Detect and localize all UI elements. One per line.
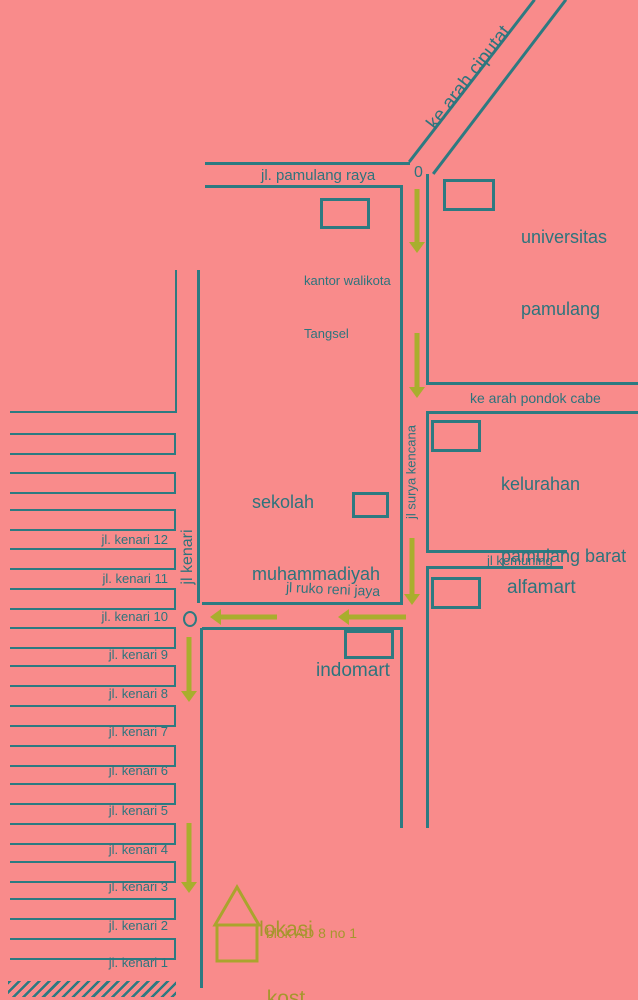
road-pamulang-raya-bottom: [205, 185, 403, 188]
street-label-kenari: jl. kenari 4: [108, 842, 168, 857]
street-bar-kenari: [10, 898, 176, 920]
hatched-area: [8, 981, 176, 997]
road-surya-kencana-left-upper: [400, 185, 403, 605]
road-kenari-left: [175, 270, 177, 413]
kelurahan-label-line1: kelurahan: [501, 473, 581, 494]
street-bar-kenari: [10, 938, 176, 960]
street-label-kenari: jl. kenari 2: [108, 918, 168, 933]
universitas-label-line2: pamulang: [521, 299, 601, 320]
road-label-surya-kencana: jl surya kencana: [403, 425, 419, 519]
road-kenari-right-upper: [197, 270, 200, 603]
direction-arrow-left-icon: [338, 609, 406, 625]
street-label-kenari: jl. kenari 11: [102, 571, 168, 586]
destination-address: blok AD 8 no 1: [266, 925, 358, 941]
road-kemuning-bottom: [426, 566, 563, 569]
kantor-walikota-label: kantor walikota Tangsel: [304, 237, 391, 377]
street-label-kenari: jl. kenari 10: [101, 609, 168, 624]
destination-label: lokasi kost: [241, 872, 331, 1000]
road-label-kemuning: jl kemuning: [487, 553, 553, 568]
street-label-kenari: jl. kenari 9: [108, 647, 168, 662]
street-bar-unlabeled: [10, 472, 176, 494]
street-bar-kenari: [10, 588, 176, 610]
street-bar-unlabeled: [10, 509, 176, 531]
road-ruko-reni-jaya-bottom: [202, 627, 403, 630]
junction-marker: 0: [414, 164, 423, 181]
sekolah-label: sekolah muhammadiyah: [252, 441, 380, 635]
direction-arrow-down-icon: [409, 189, 425, 253]
street-label-kenari: jl. kenari 5: [108, 803, 168, 818]
road-label-kenari: jl kenari: [179, 529, 196, 585]
street-bar-kenari: [10, 823, 176, 845]
street-label-kenari: jl. kenari 1: [108, 955, 168, 970]
road-surya-kencana-right-1: [426, 174, 429, 385]
road-pamulang-raya-top: [205, 162, 410, 165]
street-bar-unlabeled: [10, 433, 176, 455]
street-label-kenari: jl. kenari 12: [101, 532, 168, 547]
sekolah-building: [352, 492, 389, 518]
sekolah-label-line2: muhammadiyah: [252, 564, 381, 585]
road-label-pamulang-raya: jl. pamulang raya: [261, 167, 376, 184]
street-bar-kenari: [10, 665, 176, 687]
street-label-kenari: jl. kenari 6: [108, 763, 168, 778]
street-bar-kenari: [10, 705, 176, 727]
road-kenari-right-lower: [200, 628, 203, 988]
kantor-label-line1: kantor walikota: [304, 273, 391, 289]
street-bar-kenari: [10, 548, 176, 570]
kelurahan-label-line2: pamulang barat: [501, 546, 627, 567]
destination-label-line2: kost: [266, 987, 306, 1000]
street-label-kenari: jl. kenari 8: [108, 686, 168, 701]
indomart-label: indomart: [316, 660, 390, 681]
indomart-building: [344, 630, 394, 659]
kelurahan-label: kelurahan pamulang barat: [501, 423, 626, 617]
house-icon: [212, 884, 262, 963]
alfamart-building: [431, 577, 481, 609]
universitas-label: universitas pamulang: [521, 176, 607, 370]
road-pondok-cabe-bottom: [426, 411, 638, 414]
universitas-label-line1: universitas: [521, 226, 608, 247]
kantor-walikota-building: [320, 198, 370, 229]
road-surya-kencana-right-2: [426, 412, 429, 553]
street-bar-kenari: [10, 861, 176, 883]
street-bar-kenari: [10, 627, 176, 649]
street-label-kenari: jl. kenari 3: [108, 879, 168, 894]
kelurahan-building: [431, 420, 481, 452]
road-surya-kencana-left-lower: [400, 628, 403, 828]
street-bar-kenari: [10, 783, 176, 805]
sekolah-label-line1: sekolah: [252, 491, 315, 512]
street-stub-line: [10, 411, 176, 413]
road-surya-kencana-right-3: [426, 567, 429, 828]
road-pondok-cabe-top: [426, 382, 638, 385]
direction-arrow-down-icon: [181, 637, 197, 702]
alfamart-label: alfamart: [507, 577, 576, 598]
road-kemuning-top: [426, 550, 567, 553]
direction-arrow-down-icon: [409, 333, 425, 398]
universitas-building: [443, 179, 495, 211]
kantor-label-line2: Tangsel: [304, 325, 349, 341]
direction-arrow-down-icon: [181, 823, 197, 893]
road-label-pondok-cabe: ke arah pondok cabe: [470, 390, 601, 406]
road-label-ciputat: ke arah ciputat: [422, 21, 516, 134]
direction-arrow-down-icon: [404, 538, 420, 605]
street-label-kenari: jl. kenari 7: [108, 724, 168, 739]
direction-arrow-left-icon: [210, 609, 277, 625]
junction-marker-circle: [183, 611, 197, 627]
street-bar-kenari: [10, 745, 176, 767]
destination-label-line1: lokasi: [259, 918, 313, 941]
road-ruko-reni-jaya-top: [202, 602, 403, 605]
